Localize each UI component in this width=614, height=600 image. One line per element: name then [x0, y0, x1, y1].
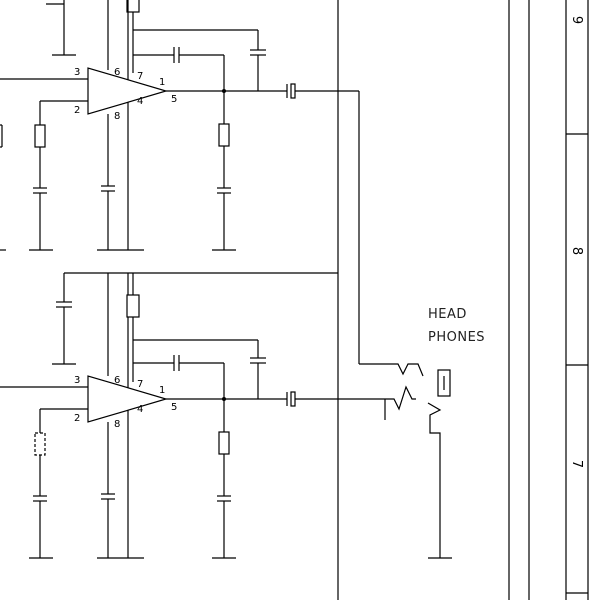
pin-label-6: 6	[114, 375, 120, 386]
drawing-border: 9 8 7	[508, 0, 589, 600]
pin-label-inv-input: 2	[74, 413, 80, 424]
pin-label-7: 7	[137, 71, 143, 82]
supply-resistor-bottom	[126, 294, 140, 318]
zone-marker-middle: 8	[569, 247, 584, 255]
amplifier-channel-bottom: 3 2 6 7 8 4 1 5	[0, 273, 385, 559]
pin-label-noninv-input: 3	[74, 67, 80, 78]
pin-label-8: 8	[114, 419, 120, 430]
pin-label-4: 4	[137, 404, 143, 415]
jack-label-line2: PHONES	[428, 330, 485, 345]
pin-label-6: 6	[114, 67, 120, 78]
opamp-bottom	[87, 375, 169, 423]
resistor-zobel-bottom	[218, 431, 230, 455]
amplifier-channel-top: 3 2 6 7 8 4 1 5	[0, 0, 388, 365]
resistor-zobel-top	[218, 123, 230, 147]
pin-label-noninv-input: 3	[74, 375, 80, 386]
opamp-top	[87, 67, 169, 115]
pin-label-inv-input: 2	[74, 105, 80, 116]
zone-marker-top: 9	[569, 16, 584, 24]
pin-label-4: 4	[137, 96, 143, 107]
jack-label-line1: HEAD	[428, 307, 467, 322]
pin-label-8: 8	[114, 111, 120, 122]
headphone-jack: HEAD PHONES	[384, 307, 485, 559]
pin-label-1: 1	[159, 385, 165, 396]
pin-label-output: 5	[171, 402, 177, 413]
pin-label-1: 1	[159, 77, 165, 88]
resistor-r-top-in	[34, 124, 46, 148]
supply-resistor-top	[126, 0, 140, 13]
pin-label-7: 7	[137, 379, 143, 390]
pin-label-output: 5	[171, 94, 177, 105]
zone-marker-bottom: 7	[569, 460, 584, 468]
resistor-r-bottom-in	[34, 432, 46, 456]
